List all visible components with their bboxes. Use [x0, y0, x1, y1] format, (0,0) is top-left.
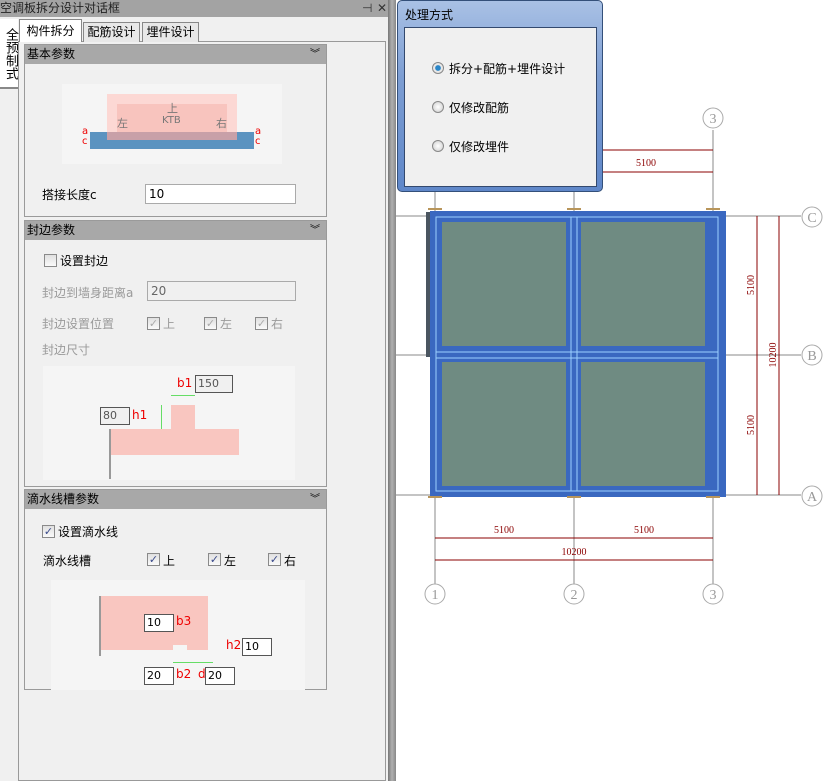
edge-right-label: 右 [271, 317, 284, 331]
edge-size-label: 封边尺寸 [42, 343, 91, 357]
drip-right-label: 右 [284, 554, 297, 568]
diagram-label-right: 右 [216, 117, 227, 130]
dim-top-5100: 5100 [636, 158, 656, 169]
slab-panel [442, 222, 566, 346]
h1-label: h1 [132, 408, 148, 422]
pin-icon[interactable]: ⊣ [362, 1, 373, 15]
axis-bubble-b: B [807, 349, 816, 364]
b2-value-box[interactable]: 20 [144, 667, 174, 685]
dim-bottom-5100-right: 5100 [634, 525, 654, 536]
b3-label: b3 [176, 614, 192, 628]
design-dialog-panel: 空调板拆分设计对话框 ⊣ ✕ 全预制式 配筋设计 埋件设计 构件拆分 基本参数 ︾… [0, 0, 388, 781]
b1-label: b1 [177, 376, 193, 390]
h2-label: h2 [226, 638, 242, 652]
collapse-chevron-icon[interactable]: ︾ [310, 494, 320, 505]
b2-label: b2 [176, 667, 192, 681]
edge-left-label: 左 [220, 317, 233, 331]
set-edge-label: 设置封边 [60, 254, 109, 268]
overlap-length-input[interactable] [145, 184, 296, 204]
section-title: 滴水线槽参数 [27, 492, 100, 506]
radio-rebar-only[interactable] [432, 101, 444, 113]
edge-distance-label: 封边到墙身距离a [42, 286, 134, 300]
option-label[interactable]: 仅修改配筋 [449, 101, 510, 115]
axis-bubble-3-top: 3 [710, 112, 717, 127]
edge-top-label: 上 [163, 317, 176, 331]
radio-split-rebar-embed[interactable] [432, 62, 444, 74]
edge-top-checkbox[interactable]: ✓ [147, 317, 160, 330]
section-title: 基本参数 [27, 47, 76, 61]
axis-bubble-c: C [807, 211, 816, 226]
axis-bubble-2: 2 [571, 588, 578, 603]
drip-params-header[interactable]: 滴水线槽参数 ︾ [25, 490, 326, 509]
close-icon[interactable]: ✕ [377, 1, 388, 15]
diagram-label-left: 左 [117, 117, 128, 130]
side-tab-full-precast[interactable]: 全预制式 [0, 19, 18, 89]
overlap-length-label: 搭接长度c [42, 188, 97, 202]
d-label: d [198, 667, 206, 681]
set-drip-checkbox[interactable]: ✓ [42, 525, 55, 538]
axis-bubble-3: 3 [710, 588, 717, 603]
drip-right-checkbox[interactable]: ✓ [268, 553, 281, 566]
h1-value-box[interactable]: 80 [100, 407, 130, 425]
b1-value-box[interactable]: 150 [195, 375, 233, 393]
tab-embed-design[interactable]: 埋件设计 [142, 22, 199, 42]
option-label[interactable]: 仅修改埋件 [449, 140, 510, 154]
edge-diagram [43, 366, 295, 480]
h2-value-box[interactable]: 10 [242, 638, 272, 656]
drip-groove-label: 滴水线槽 [43, 554, 92, 568]
diagram-label-a-right: a [255, 126, 262, 137]
processing-mode-options: 拆分+配筋+埋件设计 仅修改配筋 仅修改埋件 [404, 27, 597, 187]
processing-mode-title: 处理方式 [405, 8, 454, 22]
cad-drawing-canvas[interactable]: 5100 5100 5100 10200 5100 5100 10200 3 C… [396, 0, 824, 781]
edge-position-label: 封边设置位置 [42, 317, 115, 331]
dim-right-5100-top: 5100 [746, 275, 757, 295]
slab-panel [581, 222, 705, 346]
basic-diagram: 上 左 KTB 右 a c a c [62, 84, 282, 164]
drip-top-label: 上 [163, 554, 176, 568]
edge-right-checkbox[interactable]: ✓ [255, 317, 268, 330]
diagram-label-a-left: a [82, 126, 89, 137]
drip-left-checkbox[interactable]: ✓ [208, 553, 221, 566]
tab-component-split[interactable]: 构件拆分 [19, 19, 82, 42]
radio-embed-only[interactable] [432, 140, 444, 152]
set-edge-checkbox[interactable] [44, 254, 57, 267]
tab-rebar-design[interactable]: 配筋设计 [83, 22, 140, 42]
slab-panel [442, 362, 566, 486]
b3-value-box[interactable]: 10 [144, 614, 174, 632]
set-drip-label: 设置滴水线 [58, 525, 119, 539]
basic-params-header[interactable]: 基本参数 ︾ [25, 45, 326, 64]
axis-bubble-1: 1 [432, 588, 439, 603]
dialog-title: 空调板拆分设计对话框 [0, 1, 121, 15]
collapse-chevron-icon[interactable]: ︾ [310, 49, 320, 60]
diagram-label-top: 上 [167, 102, 178, 115]
edge-left-checkbox[interactable]: ✓ [204, 317, 217, 330]
dim-bottom-10200: 10200 [562, 547, 587, 558]
diagram-label-c-right: c [255, 136, 261, 147]
dim-right-5100-bottom: 5100 [746, 415, 757, 435]
diagram-label-ktb: KTB [162, 115, 181, 126]
edge-distance-input[interactable] [147, 281, 296, 301]
processing-mode-dialog: 处理方式 拆分+配筋+埋件设计 仅修改配筋 仅修改埋件 [397, 0, 603, 192]
dim-bottom-5100-left: 5100 [494, 525, 514, 536]
edge-params-header[interactable]: 封边参数 ︾ [25, 221, 326, 240]
section-title: 封边参数 [27, 223, 76, 237]
axis-bubble-a: A [807, 490, 818, 505]
diagram-label-c-left: c [82, 136, 88, 147]
d-value-box[interactable]: 20 [205, 667, 235, 685]
dim-right-10200: 10200 [768, 343, 779, 368]
panel-splitter[interactable] [388, 0, 396, 781]
dialog-title-bar: 空调板拆分设计对话框 [0, 0, 388, 17]
collapse-chevron-icon[interactable]: ︾ [310, 225, 320, 236]
option-label[interactable]: 拆分+配筋+埋件设计 [449, 62, 566, 76]
slab-panel [581, 362, 705, 486]
drip-top-checkbox[interactable]: ✓ [147, 553, 160, 566]
drip-left-label: 左 [224, 554, 237, 568]
